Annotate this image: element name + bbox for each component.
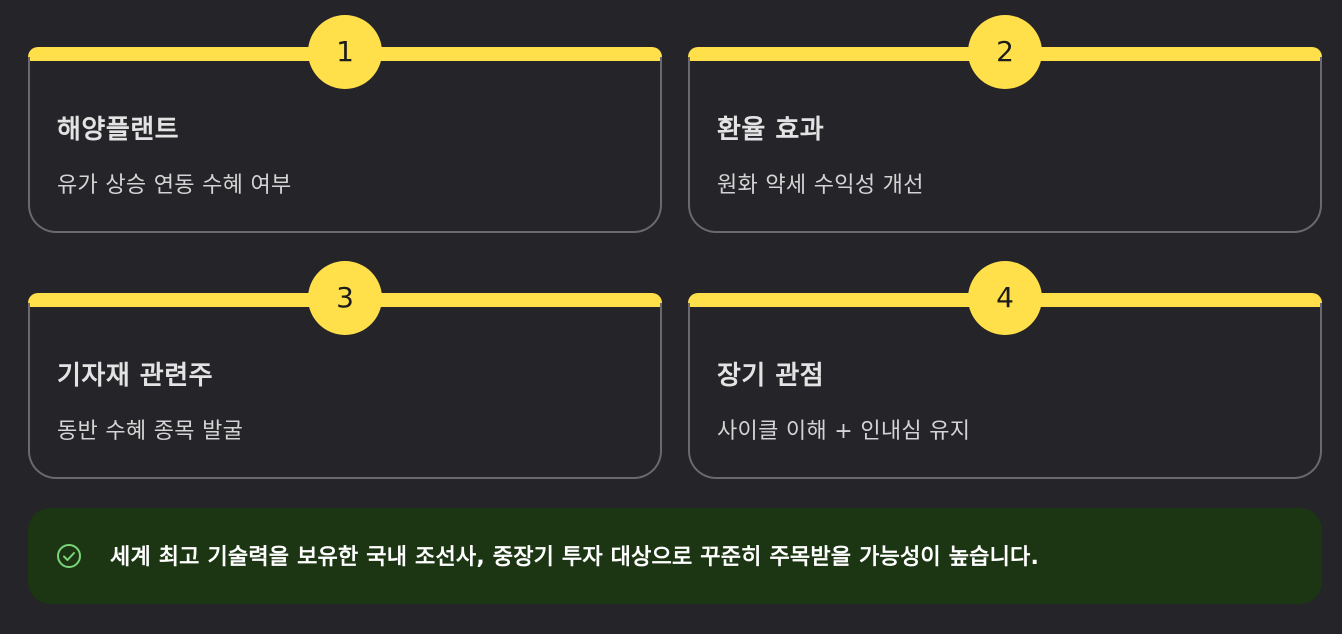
card-number-badge: 4 xyxy=(968,261,1042,335)
card-description: 사이클 이해 + 인내심 유지 xyxy=(717,419,971,444)
card-title: 해양플랜트 xyxy=(57,115,180,145)
card-body xyxy=(28,303,662,479)
card-number-badge: 2 xyxy=(968,15,1042,89)
card-title: 기자재 관련주 xyxy=(57,361,214,391)
card-description: 동반 수혜 종목 발굴 xyxy=(57,419,244,444)
card-1: 1 해양플랜트 유가 상승 연동 수혜 여부 xyxy=(28,15,662,233)
card-body xyxy=(28,57,662,233)
card-number-badge: 1 xyxy=(308,15,382,89)
summary-banner: 세계 최고 기술력을 보유한 국내 조선사, 중장기 투자 대상으로 꾸준히 주… xyxy=(28,508,1322,604)
card-body xyxy=(688,303,1322,479)
card-number-badge: 3 xyxy=(308,261,382,335)
card-title: 환율 효과 xyxy=(717,115,825,145)
card-description: 유가 상승 연동 수혜 여부 xyxy=(57,173,292,198)
card-4: 4 장기 관점 사이클 이해 + 인내심 유지 xyxy=(688,261,1322,479)
card-3: 3 기자재 관련주 동반 수혜 종목 발굴 xyxy=(28,261,662,479)
check-circle-icon xyxy=(57,544,81,568)
card-body xyxy=(688,57,1322,233)
card-2: 2 환율 효과 원화 약세 수익성 개선 xyxy=(688,15,1322,233)
card-description: 원화 약세 수익성 개선 xyxy=(717,173,924,198)
card-title: 장기 관점 xyxy=(717,361,825,391)
summary-text: 세계 최고 기술력을 보유한 국내 조선사, 중장기 투자 대상으로 꾸준히 주… xyxy=(110,545,1040,570)
